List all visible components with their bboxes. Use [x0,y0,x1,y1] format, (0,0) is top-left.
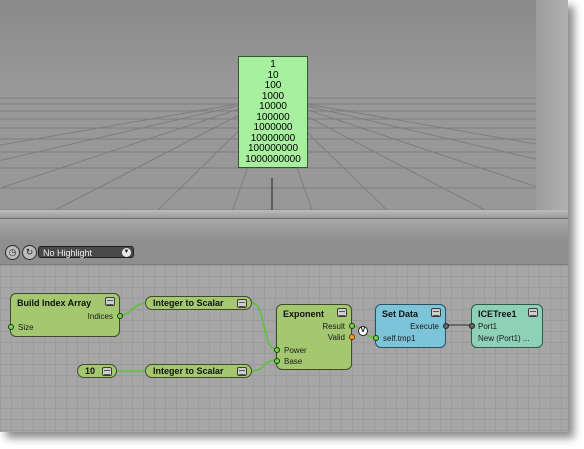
node-menu-icon[interactable] [337,308,347,317]
node-title: Integer to Scalar [153,366,224,376]
build-index-array-node[interactable]: Build Index Array Indices Size [8,293,123,337]
highlight-select-value: No Highlight [43,248,93,258]
port-label-new-port[interactable]: New (Port1) ... [478,334,530,343]
viewport-side-wall [536,0,568,218]
port-valid-out[interactable] [349,334,355,340]
port-label-indices: Indices [87,312,113,321]
readout-line: 1000000000 [245,153,301,165]
readout-line: 10000 [259,101,287,112]
port-power-in[interactable] [274,347,280,353]
highlight-select[interactable]: No Highlight ▼ [38,246,134,258]
port-label-execute: Execute [410,322,439,331]
readout-line: 100000 [256,111,290,123]
wire-int2scalar-to-base [251,359,277,372]
node-title: Integer to Scalar [153,298,224,308]
port-indices-out[interactable] [117,313,123,319]
port-base-in[interactable] [274,358,280,364]
readout-line: 100000000 [247,143,299,154]
port-label-valid: Valid [327,333,345,342]
port-label-port1: Port1 [478,322,498,331]
value-readout-label: 1 10 100 1000 10000 100000 1000000 10000… [238,56,308,168]
port-port1-in[interactable] [469,323,475,329]
set-data-node[interactable]: Set Data Execute self.tmp1 [373,304,449,348]
viewport-horizon-band [0,210,568,218]
wire-indices-to-int2scalar [119,302,147,316]
integer-to-scalar-node[interactable]: Integer to Scalar [145,296,252,310]
scalar-constant-node[interactable]: 10 [77,364,117,378]
clock-icon[interactable]: ◷ [5,245,20,260]
port-self-tmp1-in[interactable] [373,335,379,341]
node-menu-icon[interactable] [237,299,247,308]
node-menu-icon[interactable] [102,367,112,376]
readout-line: 100 [264,80,282,91]
node-title: Build Index Array [17,298,92,308]
readout-line: 10000000 [250,132,296,144]
readout-line: 1000000 [253,122,293,133]
valid-indicator-badge[interactable]: V [358,326,368,336]
port-label-power: Power [284,346,307,355]
node-title: Exponent [283,309,325,319]
port-execute-out[interactable] [443,323,449,329]
readout-line: 1 [270,59,276,70]
panel-splitter[interactable] [0,218,568,241]
ice-tree-node[interactable]: ICETree1 Port1 New (Port1) ... [469,304,543,348]
integer-to-scalar-node[interactable]: Integer to Scalar [145,364,252,378]
node-title: ICETree1 [478,309,517,319]
refresh-icon[interactable]: ↻ [22,245,37,260]
node-menu-icon[interactable] [528,308,538,317]
chevron-down-icon: ▼ [122,248,131,257]
node-menu-icon[interactable] [237,367,247,376]
port-label-size: Size [18,323,34,332]
readout-line: 1000 [261,90,285,102]
port-result-out[interactable] [349,323,355,329]
ice-graph-canvas[interactable]: Build Index Array Indices Size Integer t… [0,265,568,432]
readout-line: 10 [267,69,279,81]
graph-toolbar: ◷ ↻ No Highlight ▼ [0,240,568,265]
node-title: Set Data [382,309,419,319]
port-label-self-tmp1: self.tmp1 [383,334,416,343]
exponent-node[interactable]: Exponent Result Valid Power Base [274,304,355,370]
port-label-base: Base [284,357,303,366]
wire-int2scalar-to-power [251,302,277,350]
node-menu-icon[interactable] [105,297,115,306]
port-size-in[interactable] [8,324,14,330]
port-label-result: Result [322,322,345,331]
node-menu-icon[interactable] [431,308,441,317]
constant-value: 10 [85,366,96,376]
application-window: 1 10 100 1000 10000 100000 1000000 10000… [0,0,568,432]
3d-viewport[interactable]: 1 10 100 1000 10000 100000 1000000 10000… [0,0,568,218]
